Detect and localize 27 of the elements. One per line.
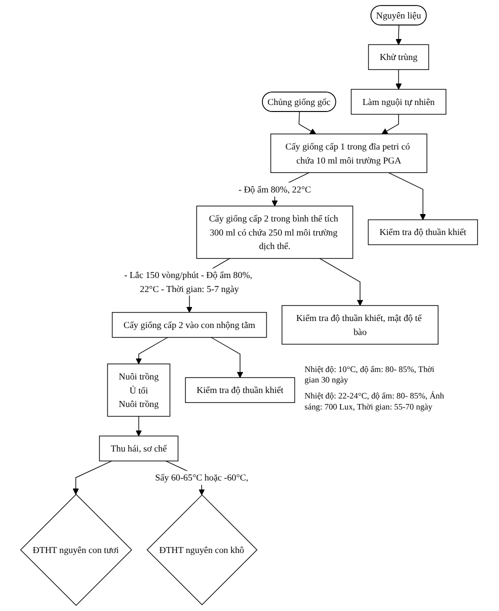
node-box: Khử trùng xyxy=(368,44,430,70)
node-box: Cấy giống cấp 1 trong đĩa petri có chứa 10 ml môi trường PGA xyxy=(270,134,428,173)
node-diamond: ĐTHT nguyên con khô xyxy=(147,494,258,606)
node-box: Nuôi trồng Ủ tối Nuôi trồng xyxy=(108,364,171,417)
node-note: Nhiệt độ: 10°C, độ ẩm: 80- 85%, Thời gian 30 ngày xyxy=(304,364,436,385)
edge-label: - Lắc 150 vòng/phút - Độ ẩm 80%, 22°C - Thời gian: 5-7 ngày xyxy=(124,270,253,294)
arrow xyxy=(388,172,426,220)
node-box: Làm nguội tự nhiên xyxy=(351,88,447,115)
node-box: Cấy giống cấp 2 trong bình thể tích 300 ml có chứa 250 ml môi trường dịch thể. xyxy=(196,206,354,259)
arrow xyxy=(320,258,364,306)
node-box: Kiểm tra độ thuần khiết, mật độ tế bào xyxy=(282,305,439,345)
arrow xyxy=(299,111,316,134)
arrow xyxy=(396,69,402,90)
edge-label: Sấy 60-65°C hoặc -60°C, xyxy=(156,472,249,483)
node-box: Kiểm tra độ thuần khiết xyxy=(185,377,296,403)
node-note: Nhiệt độ: 22-24°C, độ ẩm: 80- 85%, Ánh sáng: 700 Lux, Thời gian: 55-70 ngày xyxy=(304,390,446,412)
arrow xyxy=(136,337,168,364)
arrow xyxy=(136,416,142,436)
node-box: Cấy giống cấp 2 vào con nhộng tằm xyxy=(112,312,268,338)
node-box: Thu hái, sơ chế xyxy=(99,436,179,462)
arrow xyxy=(73,460,113,495)
node-box: Kiểm tra độ thuần khiết xyxy=(368,219,478,246)
arrow xyxy=(382,114,400,134)
edge-label: - Độ ẩm 80%, 22°C xyxy=(238,184,312,194)
arrow xyxy=(211,337,244,378)
node-diamond: ĐTHT nguyên con tươi xyxy=(20,494,133,606)
arrow xyxy=(396,24,402,45)
